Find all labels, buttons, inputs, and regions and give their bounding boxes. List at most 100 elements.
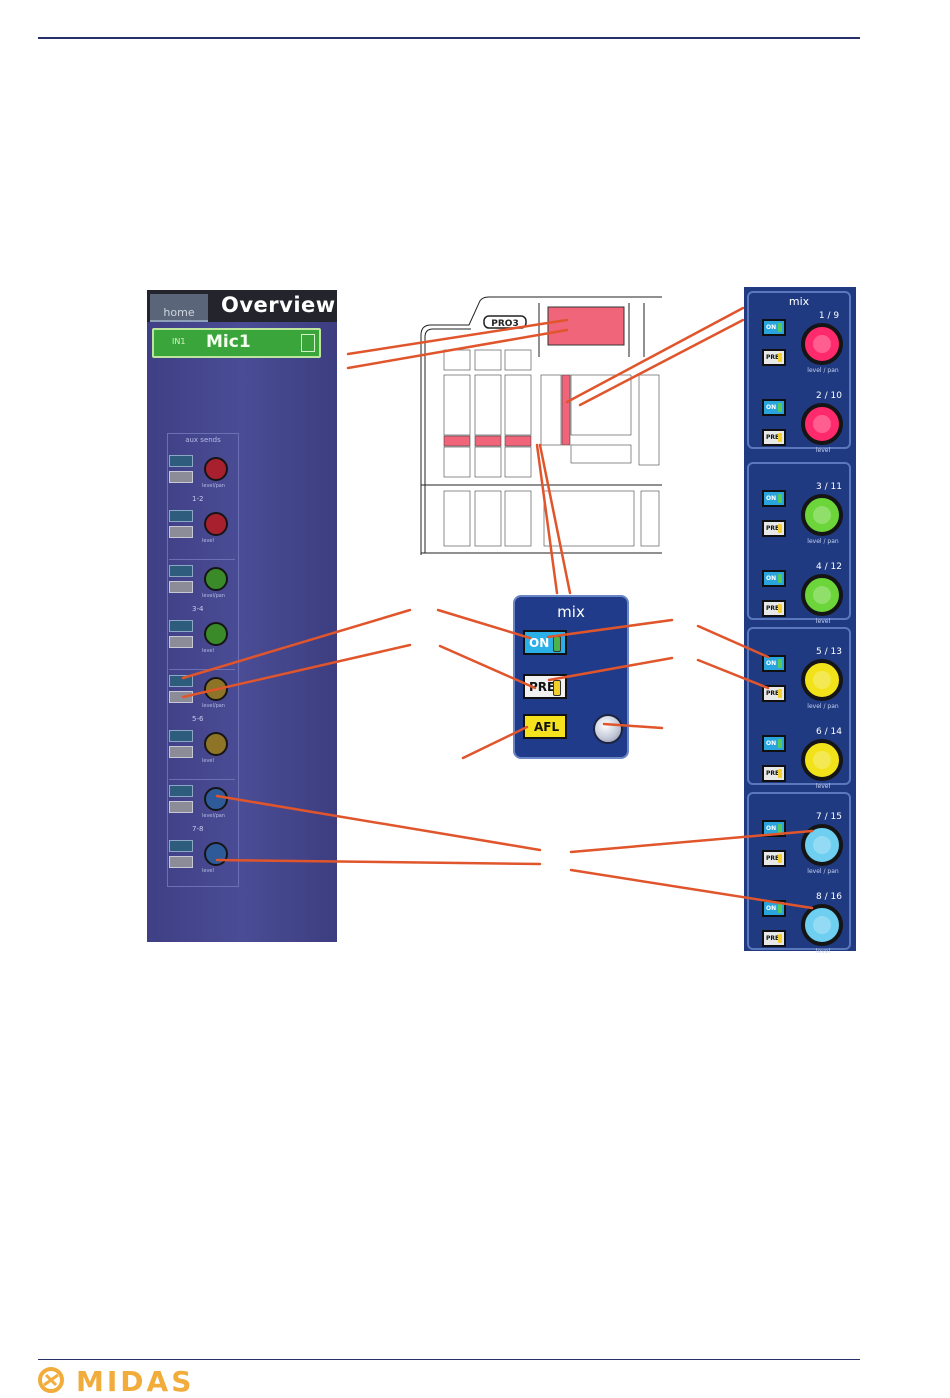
overview-title-bar: home Overview: [147, 290, 337, 322]
mix-on-label: ON: [529, 635, 550, 650]
mix-bus-level-knob[interactable]: [801, 904, 843, 946]
aux-pre-button[interactable]: [169, 581, 193, 593]
mix-pre-button[interactable]: PRE: [523, 674, 567, 699]
aux-pair-label: 7-8: [192, 825, 204, 833]
aux-pre-button[interactable]: [169, 526, 193, 538]
mix-bus-label: 2 / 10: [816, 391, 842, 401]
console-fader-bank: [443, 490, 471, 547]
mix-bus-pre-label: PRE: [766, 354, 780, 361]
on-indicator: [778, 904, 782, 913]
pre-indicator: [778, 934, 782, 943]
on-indicator: [553, 636, 561, 652]
aux-pre-button[interactable]: [169, 691, 193, 703]
console-channel-top: [474, 349, 502, 371]
console-channel-body: [504, 374, 532, 436]
aux-send-knob[interactable]: [204, 842, 228, 866]
mix-bus-on-button[interactable]: ON: [762, 399, 786, 416]
mix-bus-on-button[interactable]: ON: [762, 735, 786, 752]
aux-send-knob[interactable]: [204, 457, 228, 481]
mix-bus-pre-label: PRE: [766, 605, 780, 612]
aux-on-button[interactable]: [169, 730, 193, 742]
aux-pre-button[interactable]: [169, 636, 193, 648]
on-indicator: [778, 659, 782, 668]
mix-bus-on-button[interactable]: ON: [762, 655, 786, 672]
mix-bus-on-label: ON: [766, 324, 777, 331]
mix-bus-pre-button[interactable]: PRE: [762, 429, 786, 446]
mix-bus-on-label: ON: [766, 740, 777, 747]
console-mix-highlight: [443, 435, 471, 447]
aux-send-knob[interactable]: [204, 732, 228, 756]
mix-bus-level-knob[interactable]: [801, 323, 843, 365]
mix-bus-pre-button[interactable]: PRE: [762, 685, 786, 702]
on-indicator: [778, 824, 782, 833]
home-tab[interactable]: home: [150, 294, 208, 322]
mix-bus-on-button[interactable]: ON: [762, 900, 786, 917]
aux-pair-label: 5-6: [192, 715, 204, 723]
overview-title: Overview: [221, 293, 336, 317]
mix-bus-pre-button[interactable]: PRE: [762, 600, 786, 617]
aux-pre-button[interactable]: [169, 746, 193, 758]
aux-on-button[interactable]: [169, 620, 193, 632]
mix-level-knob[interactable]: [593, 714, 623, 744]
channel-number: IN1: [172, 337, 186, 346]
mix-bus-knob-label: level / pan: [807, 703, 839, 710]
mix-bus-label: 7 / 15: [816, 812, 842, 822]
mix-bus-level-knob[interactable]: [801, 403, 843, 445]
pre-indicator: [778, 353, 782, 362]
aux-group-divider: [169, 779, 235, 780]
aux-send-knob[interactable]: [204, 677, 228, 701]
aux-on-button[interactable]: [169, 840, 193, 852]
console-trackball-area: [640, 490, 660, 547]
mix-afl-button[interactable]: AFL: [523, 714, 567, 739]
mix-bus-on-button[interactable]: ON: [762, 490, 786, 507]
aux-on-button[interactable]: [169, 565, 193, 577]
mix-bus-on-label: ON: [766, 404, 777, 411]
mix-bus-level-knob[interactable]: [801, 659, 843, 701]
mix-bus-label: 8 / 16: [816, 892, 842, 902]
mix-strip-header: mix: [788, 295, 810, 308]
aux-on-button[interactable]: [169, 510, 193, 522]
mix-bus-on-label: ON: [766, 575, 777, 582]
console-channel-body: [474, 374, 502, 436]
aux-send-knob[interactable]: [204, 787, 228, 811]
aux-pre-button[interactable]: [169, 471, 193, 483]
aux-pre-button[interactable]: [169, 801, 193, 813]
mix-bus-level-knob[interactable]: [801, 739, 843, 781]
aux-send-knob[interactable]: [204, 512, 228, 536]
mix-bus-pre-button[interactable]: PRE: [762, 349, 786, 366]
aux-on-button[interactable]: [169, 455, 193, 467]
on-indicator: [778, 739, 782, 748]
mix-bus-pre-button[interactable]: PRE: [762, 765, 786, 782]
aux-send-knob[interactable]: [204, 567, 228, 591]
console-channel-lower: [504, 446, 532, 478]
console-strips: [443, 349, 660, 547]
aux-on-button[interactable]: [169, 675, 193, 687]
aux-knob-label: level/pan: [202, 813, 225, 819]
mix-bus-level-knob[interactable]: [801, 824, 843, 866]
aux-on-button[interactable]: [169, 785, 193, 797]
mix-on-button[interactable]: ON: [523, 630, 567, 655]
console-master-section: [570, 374, 632, 436]
mix-bus-level-knob[interactable]: [801, 574, 843, 616]
channel-name-strip[interactable]: IN1 Mic1: [152, 328, 321, 358]
aux-send-knob[interactable]: [204, 622, 228, 646]
channel-select-box[interactable]: [301, 334, 315, 352]
mix-bus-on-button[interactable]: ON: [762, 820, 786, 837]
mix-bus-knob-label: level: [815, 783, 831, 790]
mix-bus-pre-label: PRE: [766, 855, 780, 862]
mix-bus-pre-button[interactable]: PRE: [762, 850, 786, 867]
mix-bus-on-button[interactable]: ON: [762, 319, 786, 336]
mix-bus-on-button[interactable]: ON: [762, 570, 786, 587]
mix-section-callout: mix ON PRE AFL: [513, 595, 629, 759]
aux-pre-button[interactable]: [169, 856, 193, 868]
mix-bus-pre-button[interactable]: PRE: [762, 930, 786, 947]
pre-indicator: [778, 524, 782, 533]
mix-bus-level-knob[interactable]: [801, 494, 843, 536]
console-diagram: PRO3: [420, 296, 662, 555]
mix-bus-pre-label: PRE: [766, 770, 780, 777]
console-channel-lower: [474, 446, 502, 478]
mix-bus-pre-button[interactable]: PRE: [762, 520, 786, 537]
mix-bus-pre-label: PRE: [766, 935, 780, 942]
